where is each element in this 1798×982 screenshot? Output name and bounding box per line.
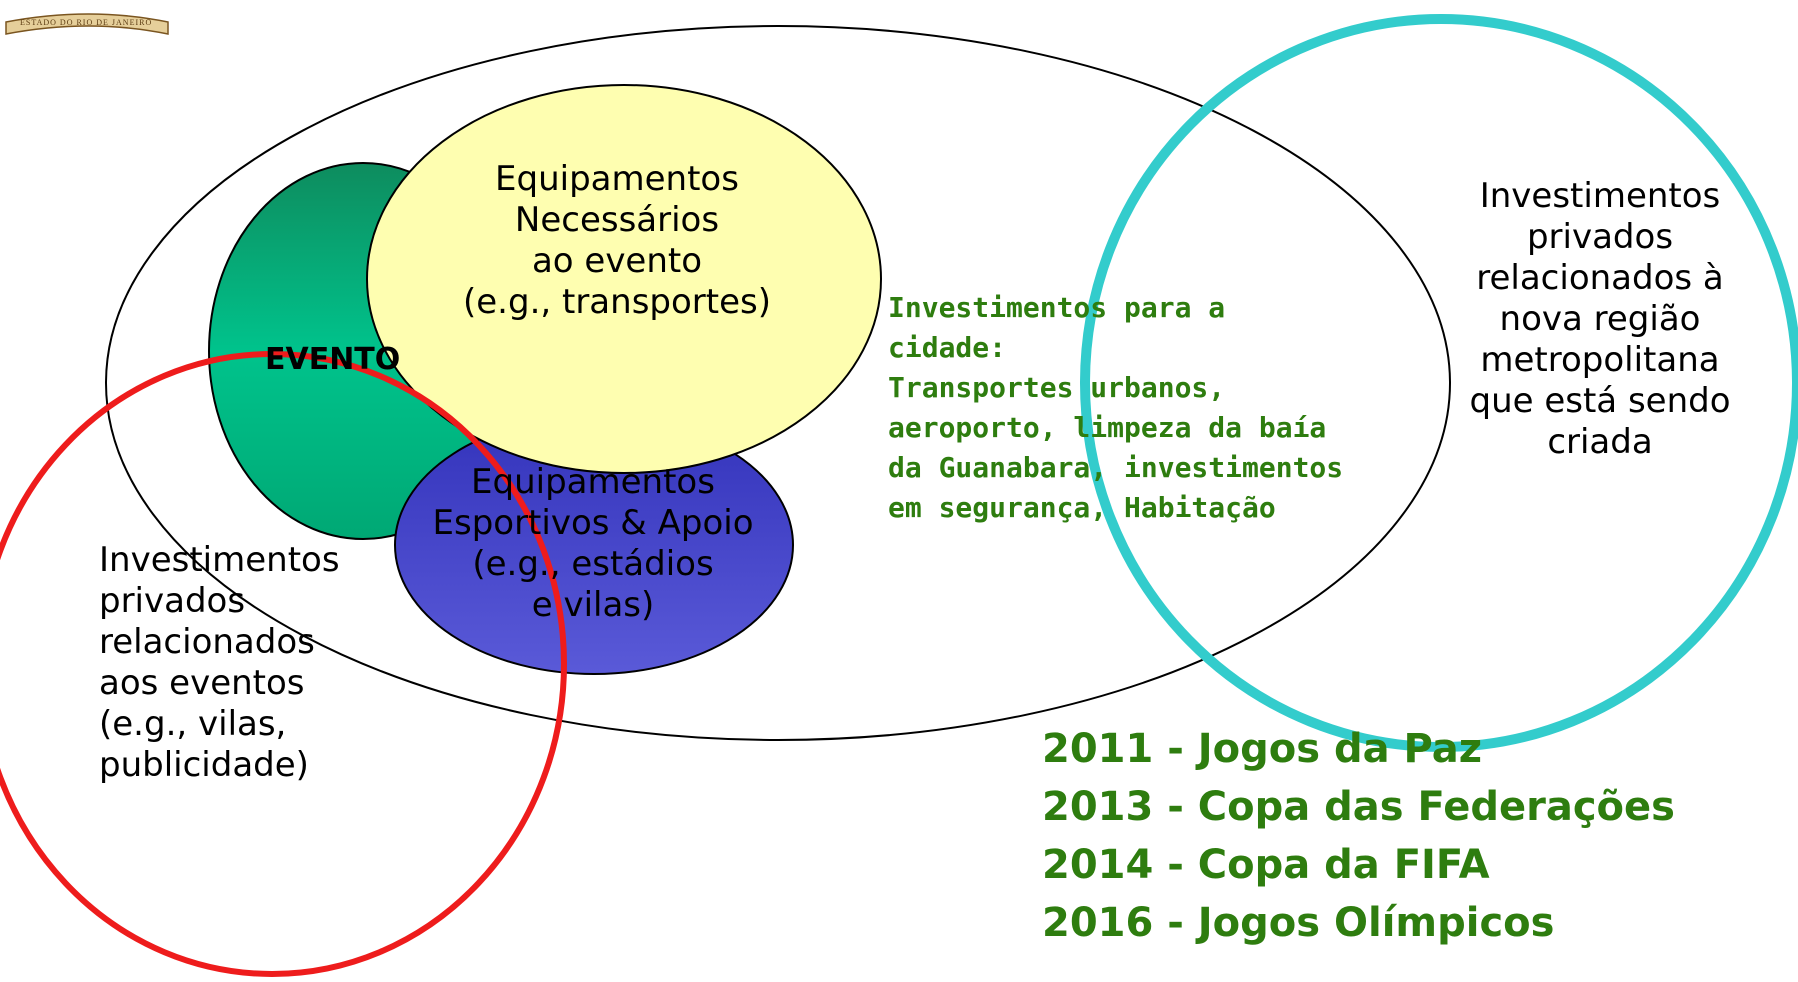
inv-cidade-line: em segurança, Habitação <box>888 491 1276 524</box>
necessarios-line: (e.g., transportes) <box>463 282 771 322</box>
necessarios-text: Equipamentos Necessários ao evento (e.g.… <box>447 159 787 323</box>
necessarios-line: ao evento <box>531 241 703 281</box>
inv-eventos-line: (e.g., vilas, <box>99 704 287 744</box>
logo-text: ESTADO DO RIO DE JANEIRO <box>20 18 153 27</box>
inv-eventos-line: Investimentos <box>99 540 340 580</box>
inv-cidade-line: Transportes urbanos, <box>888 371 1226 404</box>
inv-cidade-line: Investimentos para a <box>888 291 1226 324</box>
necessarios-line: Necessários <box>514 200 720 240</box>
inv-eventos-line: relacionados <box>99 622 315 662</box>
events-list: 2011 - Jogos da Paz 2013 - Copa das Fede… <box>1042 720 1675 952</box>
inv-cidade-line: aeroporto, limpeza da baía <box>888 411 1327 444</box>
inv-regiao-line: Investimentos <box>1479 176 1721 216</box>
inv-regiao-line: relacionados à <box>1476 258 1724 298</box>
inv-regiao-text: Investimentos privados relacionados à no… <box>1465 176 1735 463</box>
necessarios-ellipse <box>366 84 882 474</box>
inv-cidade-text: Investimentos para a cidade: Transportes… <box>888 288 1343 528</box>
inv-regiao-line: que está sendo <box>1469 381 1731 421</box>
inv-eventos-line: aos eventos <box>99 663 305 703</box>
event-item: 2013 - Copa das Federações <box>1042 784 1675 830</box>
inv-regiao-line: metropolitana <box>1480 340 1720 380</box>
esportivos-line: (e.g., estádios <box>472 544 714 584</box>
inv-eventos-line: publicidade) <box>99 745 309 785</box>
teal-circle <box>1080 14 1798 752</box>
inv-cidade-line: cidade: <box>888 331 1007 364</box>
inv-eventos-line: privados <box>99 581 246 621</box>
inv-regiao-line: nova região <box>1499 299 1701 339</box>
evento-label: EVENTO <box>265 342 401 377</box>
state-logo <box>5 13 169 35</box>
red-circle <box>0 351 567 977</box>
event-item: 2016 - Jogos Olímpicos <box>1042 900 1555 946</box>
esportivos-text: Equipamentos Esportivos & Apoio (e.g., e… <box>428 462 758 626</box>
esportivos-line: Equipamentos <box>471 462 715 502</box>
necessarios-line: Equipamentos <box>495 159 739 199</box>
inv-regiao-line: privados <box>1526 217 1674 257</box>
outer-ellipse <box>105 25 1451 741</box>
event-item: 2014 - Copa da FIFA <box>1042 842 1490 888</box>
event-item: 2011 - Jogos da Paz <box>1042 726 1483 772</box>
inv-eventos-text: Investimentos privados relacionados aos … <box>99 540 340 786</box>
esportivos-line: Esportivos & Apoio <box>432 503 754 543</box>
inv-regiao-line: criada <box>1547 422 1653 462</box>
esportivos-line: e vilas) <box>531 585 655 625</box>
inv-cidade-line: da Guanabara, investimentos <box>888 451 1344 484</box>
